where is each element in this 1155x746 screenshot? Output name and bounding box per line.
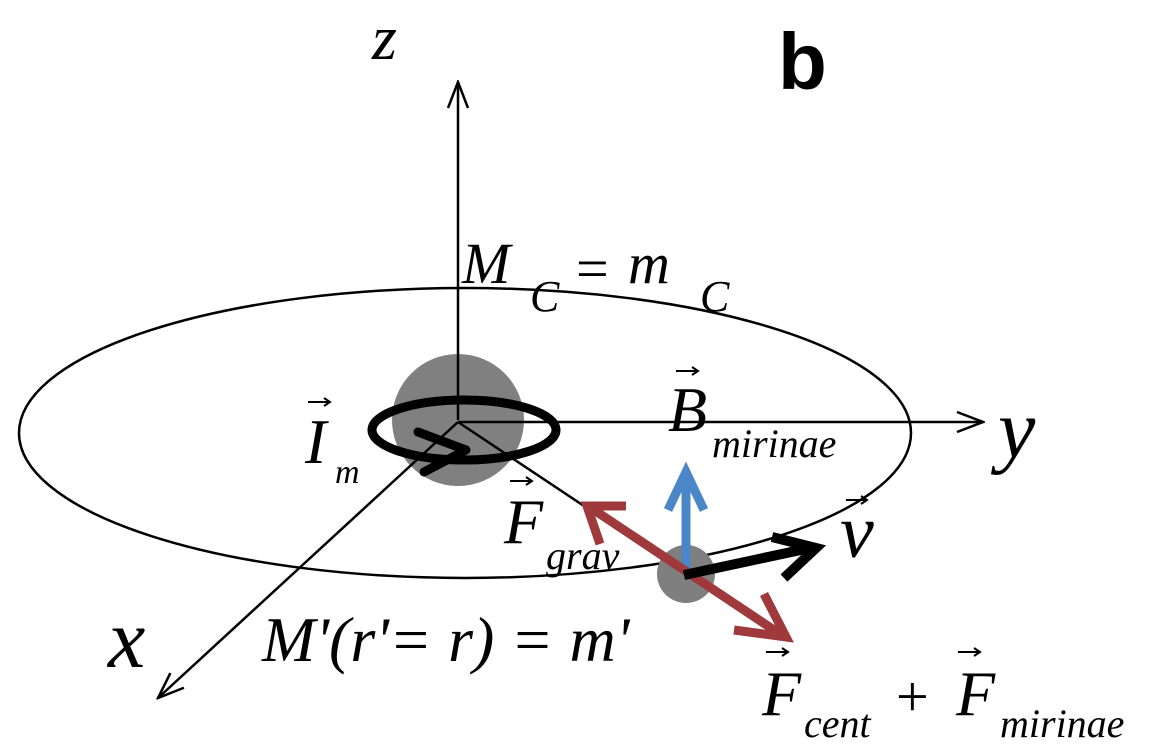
vec-arrow-v <box>846 495 869 505</box>
gravity-force-F: F <box>504 486 544 557</box>
centrifugal-force-F: F <box>762 658 802 729</box>
force-plus: + <box>896 664 929 729</box>
mirinae-force-sub: mirinae <box>1000 701 1125 746</box>
velocity-v: v <box>840 490 874 574</box>
panel-label: b <box>778 17 827 106</box>
vec-arrow-B <box>676 366 700 376</box>
current-I-sub: m <box>335 454 360 491</box>
central-mass-m-sub: C <box>700 272 730 321</box>
x-axis <box>158 421 459 698</box>
centrifugal-force-arrowhead <box>733 591 794 643</box>
vec-arrow-Fcent <box>766 647 790 657</box>
centrifugal-force-sub: cent <box>804 701 871 746</box>
mirinae-force-F: F <box>956 658 996 729</box>
gravity-force-arrowhead <box>580 501 626 546</box>
central-mass-m: m <box>628 231 670 296</box>
orbit-ellipse <box>17 286 913 580</box>
x-axis-label: x <box>108 593 146 686</box>
vec-arrow-I <box>308 397 332 407</box>
velocity-arrow <box>682 543 812 580</box>
magnetic-field-B: B <box>668 374 708 445</box>
central-mass-M-sub: C <box>530 272 560 321</box>
y-axis-label: y <box>998 383 1036 476</box>
magnetic-field-arrowhead <box>663 461 709 512</box>
vec-arrow-Fgrav <box>510 476 534 486</box>
central-mass-M: M <box>462 231 511 296</box>
gravity-force-F-sub: grav <box>546 533 620 578</box>
vec-arrow-Fmirinae <box>958 647 982 657</box>
current-I: I <box>305 406 327 477</box>
orbit-mass-equation: M'(r'= r) = m' <box>262 604 630 675</box>
z-axis-label: z <box>372 2 397 73</box>
magnetic-field-B-sub: mirinae <box>712 421 837 466</box>
velocity-arrowhead <box>770 532 827 582</box>
current-loop-arrowhead <box>413 427 471 477</box>
current-loop <box>367 395 561 465</box>
central-mass-equals: = <box>576 236 609 301</box>
